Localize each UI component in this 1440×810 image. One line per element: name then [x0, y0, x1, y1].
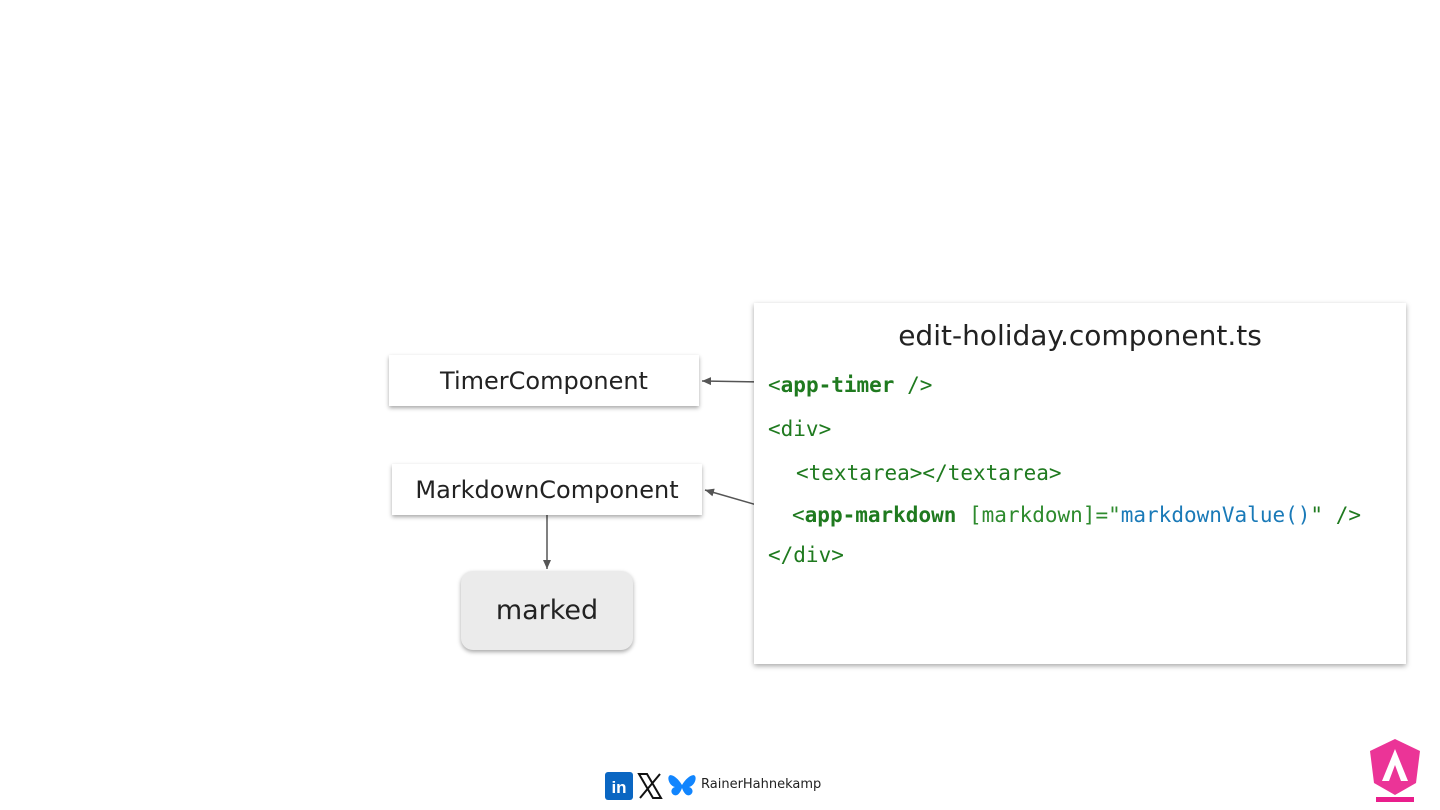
code-line-app-timer: <app-timer />: [768, 373, 932, 397]
bluesky-icon[interactable]: [667, 772, 697, 800]
social-links: in: [605, 772, 697, 800]
code-title: edit-holiday.component.ts: [898, 319, 1262, 352]
timer-component-label: TimerComponent: [440, 366, 648, 395]
code-line-div-open: <div>: [768, 417, 832, 441]
x-icon[interactable]: [637, 772, 663, 800]
linkedin-icon[interactable]: in: [605, 772, 633, 800]
code-line-app-markdown: <app-markdown [markdown]="markdownValue(…: [792, 503, 1361, 527]
code-token: <: [768, 373, 781, 397]
code-attr-markdown: [markdown]=": [956, 503, 1121, 527]
code-line-div-close: </div>: [768, 543, 844, 567]
code-value-markdown: markdownValue(): [1120, 503, 1311, 527]
code-tag-app-timer: app-timer: [780, 373, 895, 397]
code-token: />: [894, 373, 933, 397]
code-line-textarea: <textarea></textarea>: [796, 461, 1062, 485]
angular-architects-logo: [1370, 739, 1420, 802]
code-tag-app-markdown: app-markdown: [804, 503, 957, 527]
timer-component-box: TimerComponent: [389, 355, 699, 406]
marked-library-box: marked: [461, 571, 633, 650]
author-name: RainerHahnekamp: [701, 777, 822, 792]
code-token: " />: [1310, 503, 1361, 527]
marked-library-label: marked: [495, 595, 599, 626]
markdown-component-box: MarkdownComponent: [392, 464, 702, 515]
code-panel: edit-holiday.component.ts <app-timer /> …: [754, 303, 1406, 664]
code-token: <: [792, 503, 805, 527]
markdown-component-label: MarkdownComponent: [415, 475, 679, 504]
linkedin-icon-text: in: [611, 778, 626, 797]
